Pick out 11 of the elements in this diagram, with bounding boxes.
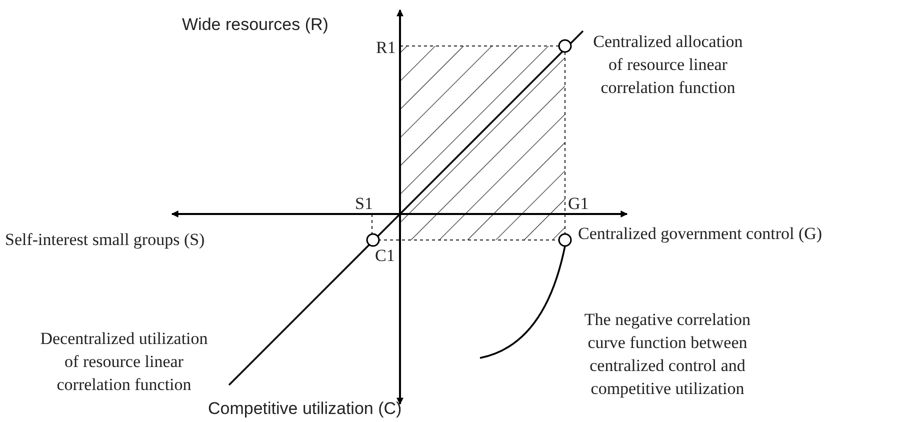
tick-label: G1 xyxy=(568,193,589,215)
axis-label: Centralized government control (G) xyxy=(578,223,822,245)
curve-label: Decentralized utilization of resource linear correlation function xyxy=(39,328,209,396)
tick-label: S1 xyxy=(355,193,373,215)
tick-label: C1 xyxy=(375,245,395,267)
axis-label: Self-interest small groups (S) xyxy=(5,229,205,251)
curve-label: The negative correlation curve function between centralized control and competitive utilization xyxy=(583,309,752,400)
axis-label: Competitive utilization (C) xyxy=(208,398,402,420)
tick-label: R1 xyxy=(376,37,396,59)
curve-label: Centralized allocation of resource linear correlation function xyxy=(592,31,744,99)
axis-label: Wide resources (R) xyxy=(182,14,328,36)
